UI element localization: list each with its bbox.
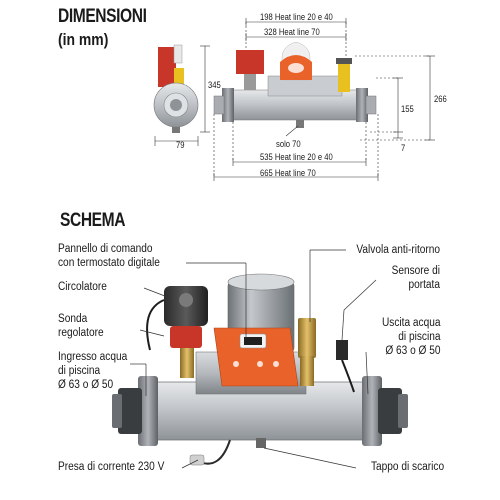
front-view bbox=[213, 41, 377, 128]
panel-button-1 bbox=[233, 361, 239, 367]
front-valve-cap bbox=[336, 58, 352, 64]
label-power: Presa di corrente 230 V bbox=[58, 461, 165, 473]
dimensions-title: DIMENSIONI bbox=[58, 6, 147, 27]
flow-sensor-plug bbox=[336, 340, 348, 360]
control-panel-orange bbox=[213, 327, 299, 387]
front-dim-lines bbox=[213, 18, 435, 181]
side-tube-hole bbox=[170, 99, 182, 111]
left-union bbox=[138, 376, 158, 446]
label-outlet: Uscita acqua di piscina Ø 63 o Ø 50 bbox=[381, 317, 440, 357]
front-pump-neck bbox=[244, 74, 256, 90]
pump-motor-red bbox=[170, 326, 202, 348]
side-dim-lines bbox=[154, 45, 210, 146]
probe-cable bbox=[146, 299, 165, 351]
dim-535: 535 Heat line 20 e 40 bbox=[260, 152, 333, 162]
flow-sensor-body bbox=[300, 356, 314, 386]
dimensions-unit: (in mm) bbox=[58, 30, 109, 49]
left-connector bbox=[118, 388, 142, 434]
label-probe: Sonda regolatore bbox=[58, 313, 104, 339]
check-valve bbox=[298, 318, 316, 358]
dim-266: 266 bbox=[434, 94, 447, 104]
pump-fitting bbox=[180, 348, 194, 378]
sensor-cable bbox=[341, 359, 355, 393]
label-flow-sensor: Sensore di portata bbox=[391, 265, 440, 291]
front-yellow-valve bbox=[338, 64, 350, 92]
front-left-pipe bbox=[213, 95, 225, 115]
front-left-cap bbox=[222, 88, 234, 122]
pump-knob bbox=[179, 293, 193, 307]
front-drain bbox=[296, 120, 304, 128]
label-check-valve: Valvola anti-ritorno bbox=[356, 244, 440, 256]
label-circulator: Circolatore bbox=[58, 281, 107, 293]
side-yellow-valve bbox=[174, 68, 184, 84]
side-pump-red bbox=[158, 47, 176, 87]
power-plug bbox=[189, 454, 205, 466]
panel-button-2 bbox=[257, 361, 263, 367]
front-right-pipe bbox=[365, 95, 377, 115]
leader-lines bbox=[130, 249, 377, 469]
panel-button-3 bbox=[273, 361, 279, 367]
side-panel bbox=[173, 44, 183, 64]
power-cable bbox=[199, 439, 231, 465]
heater-illustration bbox=[112, 273, 408, 466]
front-right-cap bbox=[356, 88, 368, 122]
drain-plug bbox=[256, 438, 266, 448]
dim-79: 79 bbox=[176, 140, 185, 150]
display-screen bbox=[244, 337, 262, 345]
label-control-panel: Pannello di comando con termostato digit… bbox=[58, 243, 160, 269]
front-pump bbox=[236, 50, 264, 74]
right-connector-end bbox=[398, 394, 408, 428]
right-union bbox=[362, 376, 382, 446]
front-panel-display bbox=[288, 63, 304, 73]
dim-solo-70: solo 70 bbox=[276, 139, 301, 149]
schema-title: SCHEMA bbox=[60, 210, 126, 231]
dim-198: 198 Heat line 20 e 40 bbox=[260, 12, 333, 22]
dim-345: 345 bbox=[208, 80, 221, 90]
dim-328: 328 Heat line 70 bbox=[264, 27, 320, 37]
cylinder-top bbox=[227, 273, 295, 291]
dim-665: 665 Heat line 70 bbox=[260, 168, 316, 178]
left-connector-end bbox=[112, 394, 122, 428]
label-inlet: Ingresso acqua di piscina Ø 63 o Ø 50 bbox=[58, 351, 128, 391]
label-drain: Tappo di scarico bbox=[370, 461, 444, 473]
right-connector bbox=[378, 388, 402, 434]
side-view bbox=[153, 44, 199, 133]
dim-7: 7 bbox=[401, 143, 406, 153]
dim-155: 155 bbox=[401, 104, 414, 114]
side-drain bbox=[172, 127, 180, 133]
